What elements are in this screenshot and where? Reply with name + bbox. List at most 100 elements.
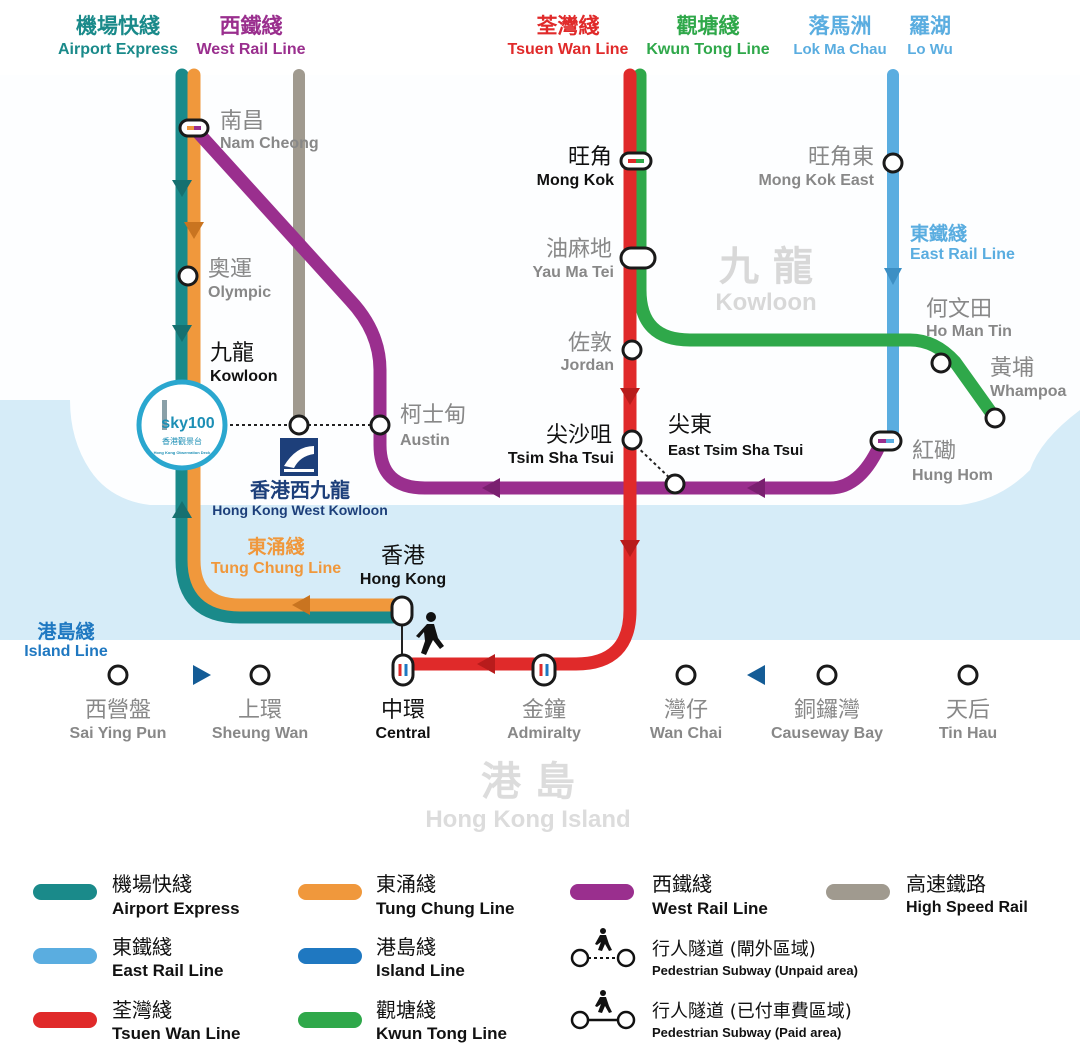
station-causeway-bay[interactable] <box>816 664 838 686</box>
label-hong-kong-zh: 香港 <box>381 544 425 569</box>
legend-east-rail-en: East Rail Line <box>112 961 223 980</box>
label-austin-en: Austin <box>400 432 450 449</box>
station-central[interactable] <box>391 653 415 687</box>
label-island-zh: 港島綫 <box>37 620 94 643</box>
label-jordan-zh: 佐敦 <box>568 331 612 356</box>
direction-arrow-icon <box>884 268 902 285</box>
direction-arrow-icon <box>482 478 500 498</box>
legend-east-rail-zh: 東鐵綫 <box>112 935 172 959</box>
label-tung-chung-zh: 東涌綫 <box>247 535 304 558</box>
station-ho-man-tin[interactable] <box>930 352 952 374</box>
label-wan-chai-zh: 灣仔 <box>664 698 708 723</box>
legend-subway-unpaid-zh: 行人隧道 (閘外區域) <box>652 939 816 960</box>
direction-arrow-icon <box>620 540 640 557</box>
legend-swatch-tsuen-wan <box>33 1012 97 1028</box>
station-admiralty[interactable] <box>531 653 557 687</box>
legend-high-speed-en: High Speed Rail <box>906 899 1028 916</box>
legend-subway-paid-en: Pedestrian Subway (Paid area) <box>652 1025 841 1040</box>
header-kwun-tong-en: Kwun Tong Line <box>646 41 769 58</box>
legend-west-rail-zh: 西鐵綫 <box>652 872 712 896</box>
direction-arrow-icon <box>172 501 192 518</box>
legend-tsuen-wan-en: Tsuen Wan Line <box>112 1024 240 1043</box>
legend-swatch-subway-paid <box>570 990 636 1030</box>
direction-arrows <box>172 180 902 685</box>
label-admiralty-en: Admiralty <box>507 725 581 742</box>
label-tin-hau-en: Tin Hau <box>939 725 997 742</box>
walking-person-icon <box>595 928 612 951</box>
header-west-rail-en: West Rail Line <box>196 41 305 58</box>
district-hk-island-zh: 港 島 <box>481 759 575 805</box>
station-wan-chai[interactable] <box>675 664 697 686</box>
walking-person-icon <box>595 990 612 1013</box>
label-nam-cheong-zh: 南昌 <box>220 109 264 134</box>
sky100-logo: sky100 <box>161 415 214 432</box>
station-olympic[interactable] <box>177 265 199 287</box>
direction-arrow-icon <box>184 222 204 239</box>
station-austin[interactable] <box>369 414 391 436</box>
label-causeway-bay-zh: 銅鑼灣 <box>794 698 860 723</box>
label-whampoa-en: Whampoa <box>990 383 1067 400</box>
tung-chung-line[interactable] <box>187 68 409 612</box>
legend-swatch-west-rail <box>570 884 634 900</box>
kowloon-land <box>0 75 1080 505</box>
station-hsr-west-kowloon[interactable] <box>288 414 310 436</box>
train-icon <box>280 438 318 476</box>
subway-tst-etst <box>631 441 676 484</box>
label-central-en: Central <box>375 725 430 742</box>
tsuen-wan-line[interactable] <box>398 68 637 671</box>
lines <box>0 68 1080 682</box>
station-tin-hau[interactable] <box>957 664 979 686</box>
header-lok-ma-chau-zh: 落馬洲 <box>809 14 872 38</box>
station-sai-ying-pun[interactable] <box>107 664 129 686</box>
walking-person-icon <box>416 612 444 655</box>
label-hk-west-kowloon-zh: 香港西九龍 <box>250 478 350 502</box>
island-land <box>0 640 1080 860</box>
airport-express-line[interactable] <box>175 68 409 624</box>
label-sheung-wan-zh: 上環 <box>238 698 282 723</box>
station-tsim-sha-tsui[interactable] <box>621 429 643 451</box>
label-east-rail-zh: 東鐵綫 <box>910 222 967 245</box>
legend-tsuen-wan-zh: 荃灣綫 <box>112 998 172 1022</box>
station-east-tsim-sha-tsui[interactable] <box>664 473 686 495</box>
label-nam-cheong-en: Nam Cheong <box>220 135 319 152</box>
legend-kwun-tong-en: Kwun Tong Line <box>376 1024 507 1043</box>
direction-arrow-icon <box>172 180 192 197</box>
label-sheung-wan-en: Sheung Wan <box>212 725 308 742</box>
station-sheung-wan[interactable] <box>249 664 271 686</box>
legend-swatch-island <box>298 948 362 964</box>
sky100-en: Hong Kong Observation Deck <box>154 450 211 455</box>
label-olympic-zh: 奧運 <box>208 257 252 282</box>
legend-swatch-east-rail <box>33 948 97 964</box>
station-yau-ma-tei[interactable] <box>619 246 657 270</box>
direction-arrow-icon <box>172 325 192 342</box>
west-rail-line[interactable] <box>187 121 889 495</box>
header-airport-express-zh: 機場快綫 <box>76 14 160 38</box>
station-whampoa[interactable] <box>984 407 1006 429</box>
header-tsuen-wan-en: Tsuen Wan Line <box>508 41 629 58</box>
sky100-badge[interactable]: sky100 香港觀景台 Hong Kong Observation Deck <box>136 379 228 471</box>
label-jordan-en: Jordan <box>561 357 614 374</box>
direction-arrow-icon <box>292 595 310 615</box>
station-markers <box>107 118 1006 687</box>
station-hong-kong[interactable] <box>390 595 414 627</box>
line-headers: 機場快綫 Airport Express 西鐵綫 West Rail Line … <box>58 14 953 58</box>
header-west-rail-zh: 西鐵綫 <box>220 14 283 38</box>
label-kowloon-zh: 九龍 <box>210 341 254 366</box>
station-jordan[interactable] <box>621 339 643 361</box>
harbour-strait <box>0 590 1080 640</box>
label-olympic-en: Olympic <box>208 284 271 301</box>
label-yau-ma-tei-en: Yau Ma Tei <box>532 264 614 281</box>
header-lo-wu-zh: 羅湖 <box>909 14 951 38</box>
station-mong-kok-east[interactable] <box>882 152 904 174</box>
label-mong-kok-en: Mong Kok <box>537 172 614 189</box>
direction-arrow-icon <box>747 665 765 685</box>
header-airport-express-en: Airport Express <box>58 41 178 58</box>
kwun-tong-line[interactable] <box>633 68 1002 425</box>
district-hk-island-en: Hong Kong Island <box>425 806 630 833</box>
label-island-en: Island Line <box>24 643 108 660</box>
label-east-tsim-sha-tsui-en: East Tsim Sha Tsui <box>668 442 803 459</box>
legend-swatch-airport-express <box>33 884 97 900</box>
label-austin-zh: 柯士甸 <box>400 403 466 428</box>
label-hung-hom-en: Hung Hom <box>912 467 993 484</box>
